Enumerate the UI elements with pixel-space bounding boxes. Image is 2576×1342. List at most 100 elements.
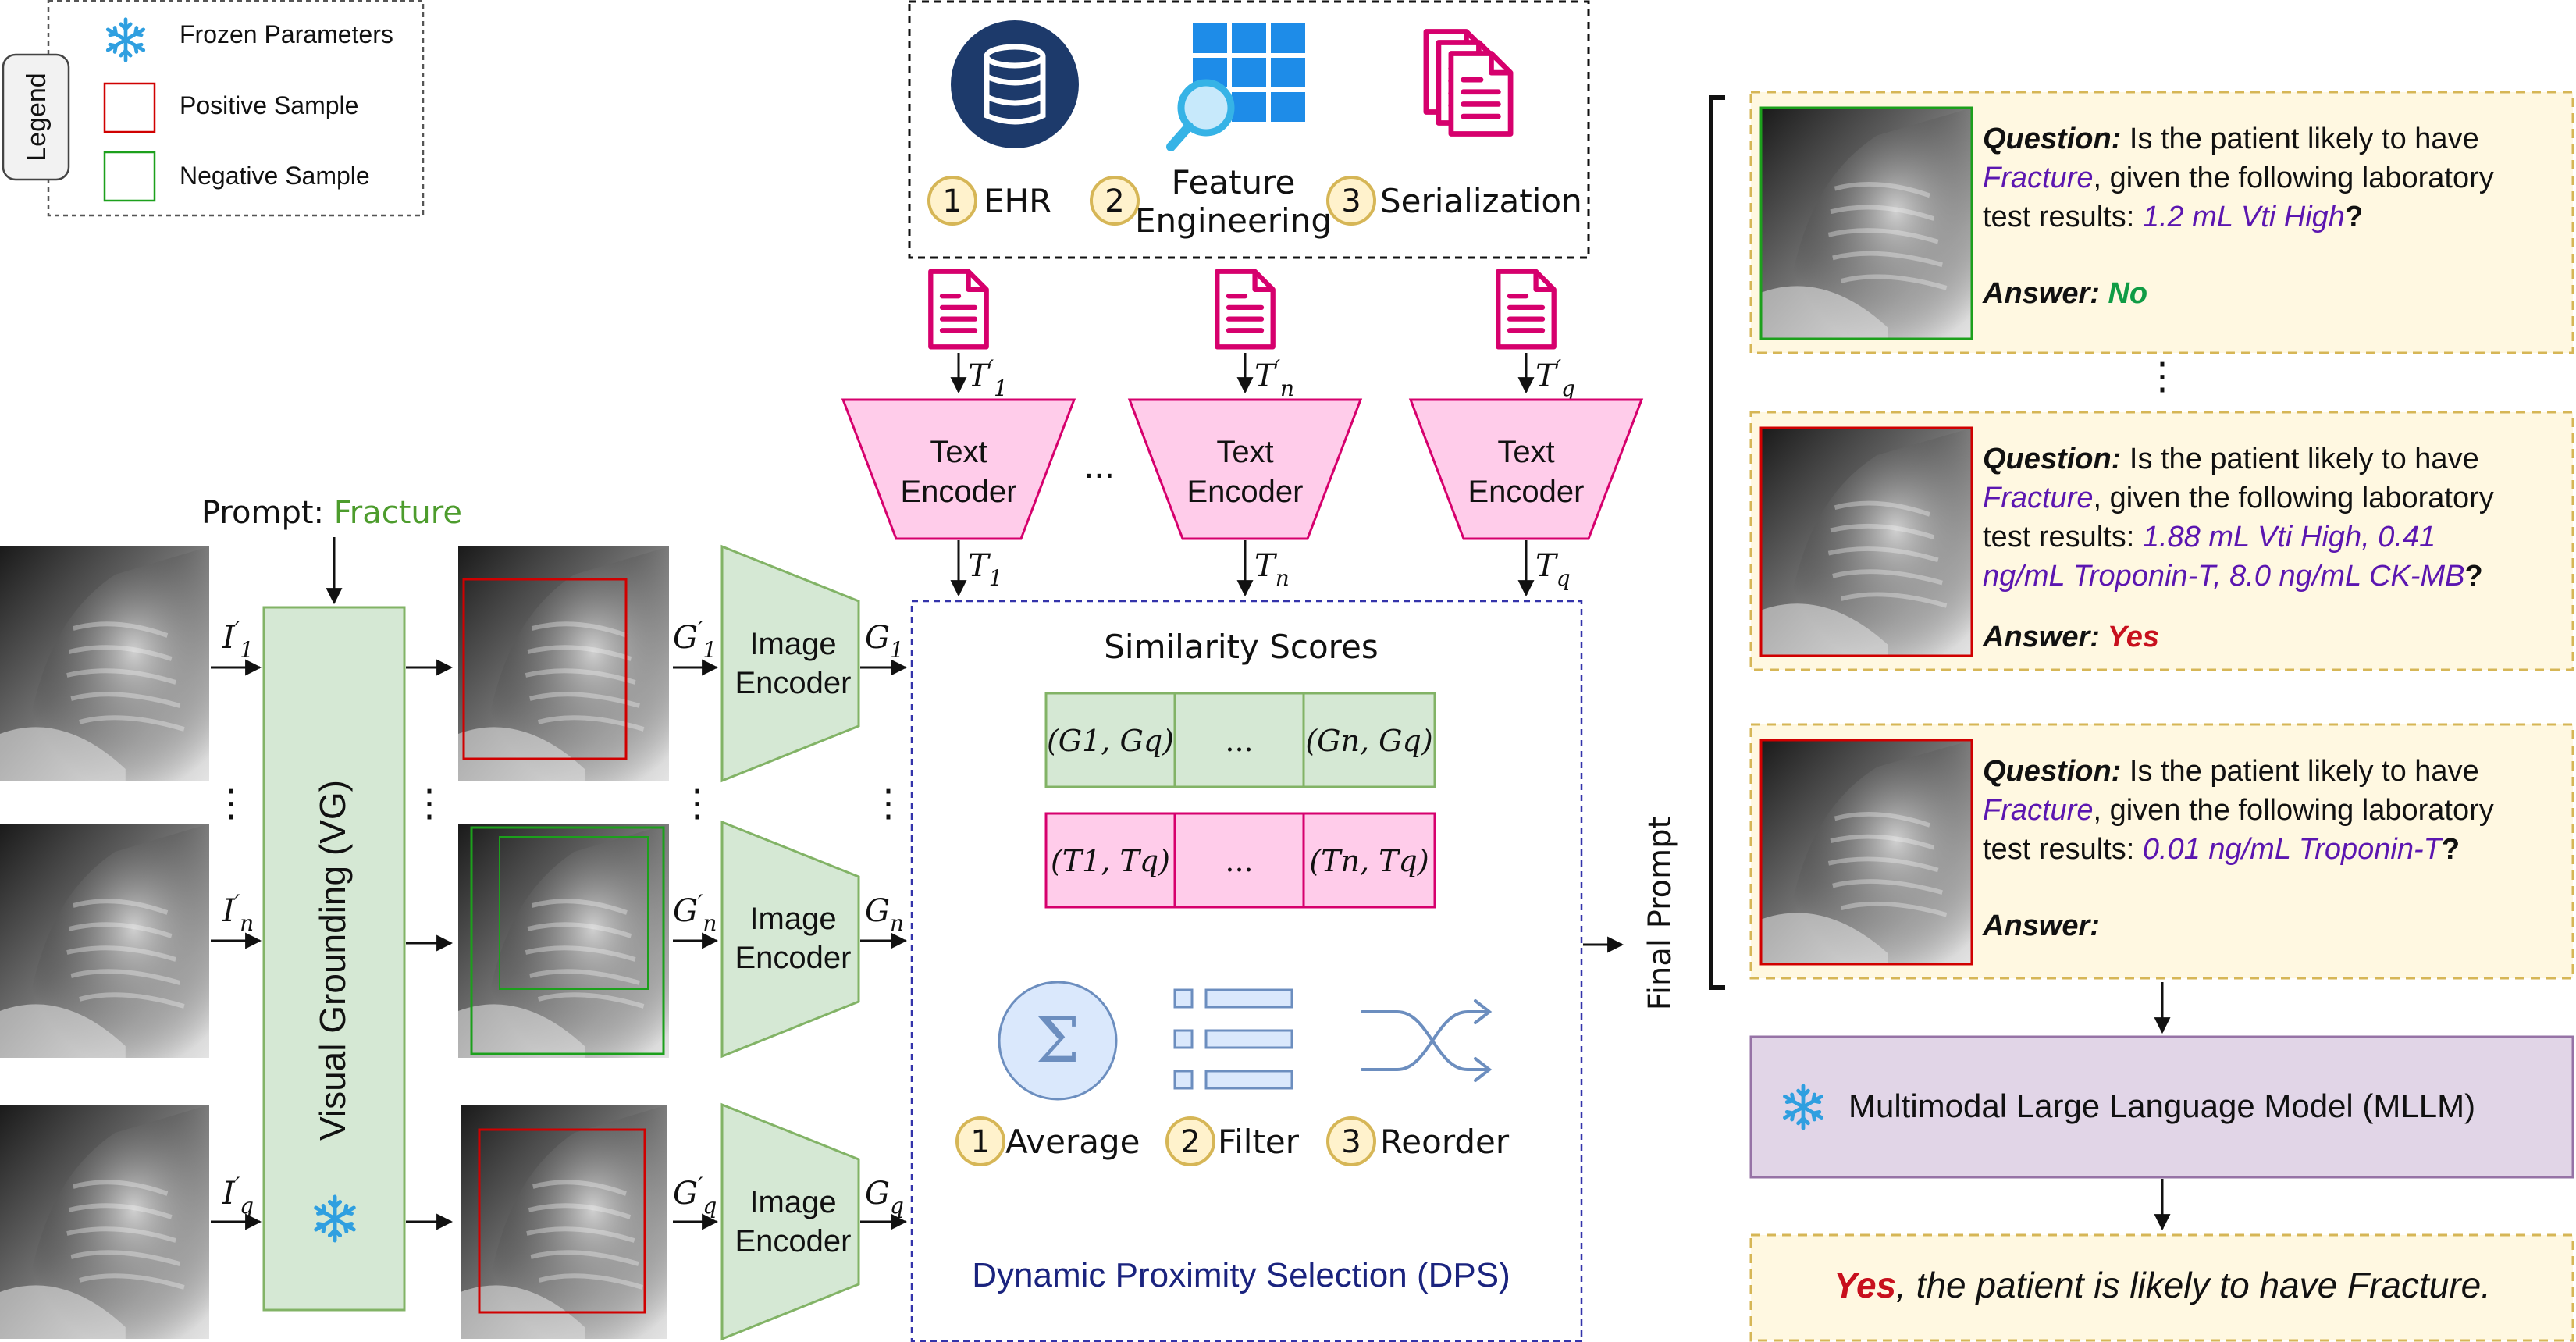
step-ehr-label: EHR bbox=[984, 182, 1051, 220]
image-encoder-n: Image Encoder bbox=[720, 820, 860, 1059]
text-similarity-row-cell-1: ... bbox=[1225, 844, 1253, 878]
text-output-label-1: Tn bbox=[1254, 548, 1290, 591]
qa-results: test results: 1.2 mL Vti High? bbox=[1983, 201, 2363, 233]
qa-card-xray bbox=[1759, 426, 1973, 657]
legend-positive-label: Positive Sample bbox=[180, 91, 358, 119]
final-prompt-bracket bbox=[1709, 95, 1725, 990]
input-xray-n bbox=[0, 824, 209, 1058]
step-ehr-badge-number: 1 bbox=[942, 183, 962, 219]
filter-icon bbox=[1173, 988, 1293, 1090]
op-badge-2 bbox=[1326, 1116, 1376, 1166]
op-badge-0-number: 1 bbox=[970, 1124, 990, 1160]
legend-positive-swatch bbox=[103, 82, 156, 133]
input-xray-q bbox=[0, 1105, 209, 1339]
svg-text:Σ: Σ bbox=[1036, 1004, 1080, 1077]
svg-text:Text: Text bbox=[930, 435, 987, 469]
text-encoder-ellipsis: ... bbox=[1083, 445, 1115, 486]
grounded-label-2: G′q bbox=[673, 1173, 717, 1219]
qa-question: Question: Is the patient likely to have bbox=[1983, 755, 2479, 788]
image-output-label-1: Gn bbox=[865, 893, 904, 936]
svg-text:Encoder: Encoder bbox=[901, 475, 1017, 509]
image-output-label-2: Gq bbox=[865, 1176, 904, 1219]
qa-condition: Fracture, given the following laboratory bbox=[1983, 482, 2494, 514]
svg-text:Text: Text bbox=[1497, 435, 1554, 469]
step-feature-badge-number: 2 bbox=[1105, 183, 1124, 219]
svg-text:Image: Image bbox=[749, 627, 836, 661]
step-feature-label-2: Engineering bbox=[1135, 201, 1332, 240]
text-doc-label-0: T′1 bbox=[968, 355, 1008, 401]
qa-condition: Fracture, given the following laboratory bbox=[1983, 794, 2494, 827]
step-feature-label: Feature bbox=[1172, 163, 1296, 201]
qa-results: test results: 0.01 ng/mL Troponin-T? bbox=[1983, 833, 2460, 866]
document-icon bbox=[1217, 272, 1272, 347]
text-output-label-2: Tq bbox=[1535, 548, 1571, 591]
text-doc-label-1: T′n bbox=[1254, 355, 1294, 401]
image-similarity-row-cell-2: (Gn, Gq) bbox=[1305, 724, 1432, 758]
text-doc-label-2: T′q bbox=[1535, 355, 1575, 401]
qa-answer: Answer: Yes bbox=[1982, 621, 2159, 653]
grounded-label-1: G′n bbox=[673, 890, 717, 936]
input-label-2: I′q bbox=[222, 1173, 254, 1219]
svg-text:Encoder: Encoder bbox=[1187, 475, 1304, 509]
image-similarity-row-cell-0: (G1, Gq) bbox=[1047, 724, 1174, 758]
document-icon bbox=[1498, 272, 1553, 347]
step-serialization-badge-number: 3 bbox=[1341, 183, 1361, 219]
step-serialization-label: Serialization bbox=[1380, 182, 1582, 220]
final-prompt-label: Final Prompt bbox=[1642, 817, 1678, 1010]
feature-engineering-icon bbox=[1166, 23, 1305, 151]
op-badge-2-number: 3 bbox=[1341, 1124, 1361, 1160]
svg-text:Encoder: Encoder bbox=[735, 1224, 852, 1258]
op-badge-1 bbox=[1165, 1116, 1215, 1166]
similarity-title: Similarity Scores bbox=[1104, 628, 1378, 666]
image-encoder-q: Image Encoder bbox=[720, 1102, 860, 1341]
grounded-label-0: G′1 bbox=[673, 617, 717, 663]
prompt-text: Prompt: Fracture bbox=[201, 495, 462, 531]
vdots-input: ⋮ bbox=[212, 783, 250, 824]
grounded-xray-q bbox=[461, 1105, 667, 1339]
vg-label: Visual Grounding (VG) bbox=[312, 780, 353, 1141]
positive-bbox bbox=[462, 578, 628, 760]
svg-text:Encoder: Encoder bbox=[735, 666, 852, 700]
text-similarity-row-cell-0: (T1, Tq) bbox=[1051, 844, 1170, 878]
query-bbox bbox=[478, 1128, 646, 1314]
qa-card-xray bbox=[1759, 106, 1973, 340]
svg-text:Encoder: Encoder bbox=[1468, 475, 1585, 509]
mllm-block: Multimodal Large Language Model (MLLM) bbox=[1749, 1035, 2574, 1179]
legend-negative-label: Negative Sample bbox=[180, 162, 370, 190]
vdots-vg: ⋮ bbox=[411, 783, 448, 824]
dps-panel: Similarity Scores (G1, Gq)... (Gn, Gq) (T… bbox=[910, 600, 1583, 1342]
legend: Legend Frozen Parameters Positive Sample… bbox=[2, 0, 425, 217]
document-icon bbox=[930, 272, 986, 347]
image-output-label-0: G1 bbox=[865, 620, 904, 663]
qa-card-xray bbox=[1759, 739, 1973, 966]
input-label-1: I′n bbox=[222, 890, 254, 936]
mllm-label: Multimodal Large Language Model (MLLM) bbox=[1848, 1087, 2475, 1124]
svg-text:Encoder: Encoder bbox=[735, 941, 852, 975]
op-badge-0 bbox=[955, 1116, 1005, 1166]
qa-card-0: Question: Is the patient likely to haveF… bbox=[1749, 91, 2574, 354]
image-encoder-1: Image Encoder bbox=[720, 544, 860, 783]
image-similarity-row bbox=[1044, 692, 1436, 788]
legend-negative-swatch bbox=[103, 151, 156, 202]
negative-bbox bbox=[470, 826, 665, 1055]
qa-question: Question: Is the patient likely to have bbox=[1983, 443, 2479, 475]
vdots-grounded: ⋮ bbox=[678, 783, 716, 824]
text-similarity-row bbox=[1044, 812, 1436, 909]
qa-results: test results: 1.88 mL Vti High, 0.41 bbox=[1983, 521, 2435, 554]
qa-answer: Answer: No bbox=[1982, 277, 2147, 310]
svg-text:Text: Text bbox=[1216, 435, 1273, 469]
legend-tab bbox=[2, 53, 70, 181]
input-label-0: I′1 bbox=[222, 617, 254, 663]
grounded-xray-1 bbox=[458, 546, 669, 781]
image-similarity-row-cell-1: ... bbox=[1225, 724, 1253, 758]
svg-text:Image: Image bbox=[749, 902, 836, 936]
output-text: Yes, the patient is likely to have Fract… bbox=[1834, 1265, 2491, 1305]
grounded-xray-n bbox=[458, 824, 669, 1058]
qa-question: Question: Is the patient likely to have bbox=[1983, 123, 2479, 155]
step-feature-badge bbox=[1090, 176, 1140, 226]
